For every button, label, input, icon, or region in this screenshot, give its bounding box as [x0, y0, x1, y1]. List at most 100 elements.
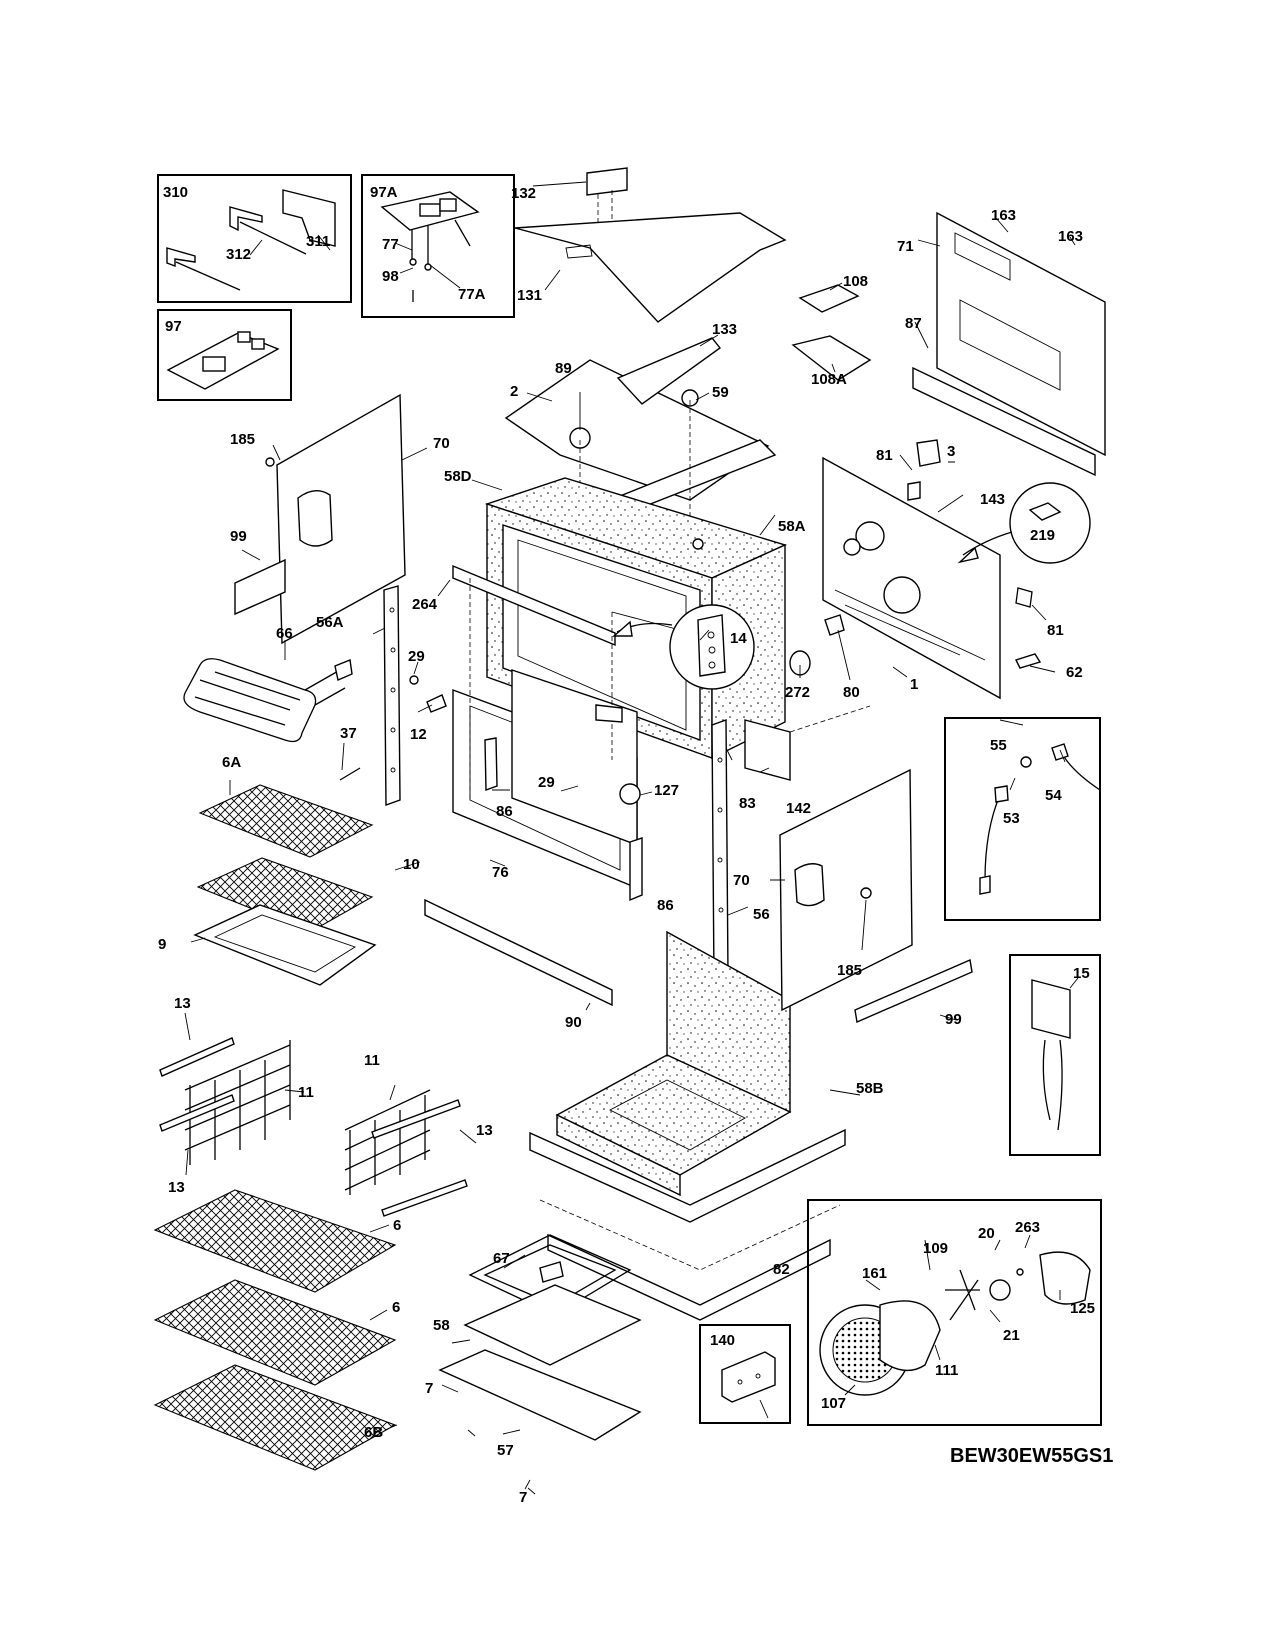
callout-3: 3 — [947, 443, 955, 460]
callout-89: 89 — [555, 360, 572, 377]
callout-140: 140 — [710, 1332, 735, 1349]
callout-29-upper: 29 — [408, 648, 425, 665]
part-272 — [789, 614, 845, 676]
callout-264: 264 — [412, 596, 438, 613]
callout-2: 2 — [510, 383, 518, 400]
callout-82: 82 — [773, 1261, 790, 1278]
callout-108: 108 — [843, 273, 868, 290]
callout-13-right: 13 — [476, 1122, 493, 1139]
side-rail-56a — [383, 585, 401, 806]
callout-80: 80 — [843, 684, 860, 701]
callout-125: 125 — [1070, 1300, 1095, 1317]
oven-rack-6b — [153, 1364, 397, 1471]
callout-70-left: 70 — [433, 435, 450, 452]
callout-97a: 97A — [370, 184, 398, 201]
inset-box-97a — [361, 174, 515, 318]
callout-310: 310 — [163, 184, 188, 201]
callout-labels: 310 311 312 97A 77 77A 98 97 132 131 133… — [158, 184, 1095, 1506]
oven-rack-6-top — [153, 1189, 397, 1293]
callout-99-right: 99 — [945, 1011, 962, 1028]
rear-panel-1 — [822, 439, 1042, 700]
callout-21: 21 — [1003, 1327, 1020, 1344]
callout-81-top: 81 — [876, 447, 893, 464]
callout-127: 127 — [654, 782, 679, 799]
rack-support-right — [344, 1089, 468, 1217]
rear-panel-71 — [912, 211, 1106, 477]
side-panel-70-left — [234, 393, 406, 645]
broil-element-66 — [183, 658, 361, 781]
callout-111: 111 — [935, 1362, 958, 1379]
callout-163-right: 163 — [1058, 228, 1083, 245]
callout-86-right: 86 — [657, 897, 674, 914]
oven-front-frame-76 — [452, 578, 643, 902]
oven-rack-6-middle — [153, 1279, 397, 1386]
callout-37: 37 — [340, 725, 357, 742]
callout-15: 15 — [1073, 965, 1090, 982]
inset-box-140 — [699, 1324, 791, 1424]
callout-6a: 6A — [222, 754, 241, 771]
callout-161: 161 — [862, 1265, 887, 1282]
top-panel-131 — [514, 167, 787, 323]
callout-9: 9 — [158, 936, 166, 953]
callout-7-upper: 7 — [425, 1380, 433, 1397]
callout-81-right: 81 — [1047, 622, 1064, 639]
callout-13-bottom: 13 — [168, 1179, 185, 1196]
callout-107: 107 — [821, 1395, 846, 1412]
callout-62: 62 — [1066, 664, 1083, 681]
callout-29-lower: 29 — [538, 774, 555, 791]
callout-56a: 56A — [316, 614, 344, 631]
leader-lines — [184, 181, 1079, 1490]
callout-14: 14 — [730, 630, 747, 647]
callout-20: 20 — [978, 1225, 995, 1242]
inset-box-fan — [807, 1199, 1102, 1426]
callout-83: 83 — [739, 795, 756, 812]
callout-311: 311 — [306, 233, 330, 250]
callout-12: 12 — [410, 726, 427, 743]
callout-70-right: 70 — [733, 872, 750, 889]
callout-67: 67 — [493, 1250, 510, 1267]
callout-56: 56 — [753, 906, 770, 923]
callout-133: 133 — [712, 321, 737, 338]
callout-53: 53 — [1003, 810, 1020, 827]
callout-6b: 6B — [364, 1424, 383, 1441]
callout-98: 98 — [382, 268, 399, 285]
callout-71: 71 — [897, 238, 914, 255]
callout-109: 109 — [923, 1240, 948, 1257]
callout-263: 263 — [1015, 1219, 1040, 1236]
callout-10: 10 — [403, 856, 420, 873]
callout-219: 219 — [1030, 527, 1055, 544]
callout-58: 58 — [433, 1317, 450, 1334]
part-142 — [744, 705, 871, 781]
callout-58b: 58B — [856, 1080, 884, 1097]
callout-185-right: 185 — [837, 962, 862, 979]
callout-312: 312 — [226, 246, 251, 263]
part-108 — [791, 284, 872, 381]
callout-76: 76 — [492, 864, 509, 881]
callout-1: 1 — [910, 676, 918, 693]
callout-272: 272 — [785, 684, 810, 701]
callout-87: 87 — [905, 315, 922, 332]
cavity-floor-58b — [529, 930, 846, 1321]
broil-rack-6a — [193, 784, 377, 986]
callout-86-left: 86 — [496, 803, 513, 820]
detail-callout-14 — [612, 604, 755, 690]
trim-90 — [424, 898, 613, 1007]
side-panel-70-right — [779, 768, 973, 1023]
callout-59: 59 — [712, 384, 729, 401]
callout-54: 54 — [1045, 787, 1062, 804]
callout-90: 90 — [565, 1014, 582, 1031]
callout-99-left: 99 — [230, 528, 247, 545]
callout-57: 57 — [497, 1442, 514, 1459]
inset-box-97 — [157, 309, 292, 401]
callout-11-left: 11 — [298, 1084, 314, 1101]
callout-108a: 108A — [811, 371, 847, 388]
callout-7-lower: 7 — [519, 1489, 527, 1506]
callout-58d: 58D — [444, 468, 472, 485]
callout-163-top: 163 — [991, 207, 1016, 224]
inset-box-310 — [157, 174, 352, 303]
model-number: BEW30EW55GS1 — [950, 1445, 1113, 1467]
callout-55: 55 — [990, 737, 1007, 754]
inset-box-15 — [1009, 954, 1101, 1156]
bake-element-67 — [438, 1234, 642, 1495]
